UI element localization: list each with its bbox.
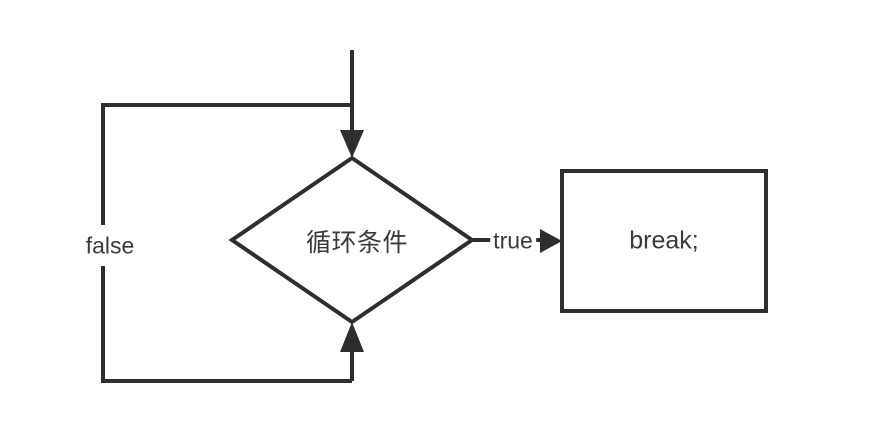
condition-diamond[interactable] [228, 155, 476, 325]
false-loopback-path [101, 103, 364, 383]
break-box[interactable] [560, 169, 768, 313]
true-edge-label: true [490, 226, 536, 256]
entry-arrowhead-icon [340, 130, 364, 158]
entry-arrow [340, 50, 364, 158]
true-arrowhead-icon [540, 229, 562, 253]
false-edge-label: false [82, 231, 138, 261]
loopback-arrowhead-icon [340, 322, 364, 352]
